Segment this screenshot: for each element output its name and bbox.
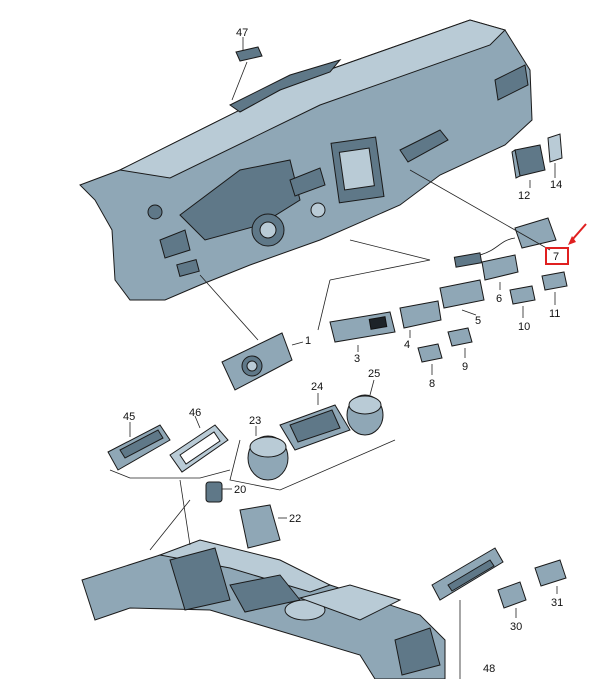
- label-6: 6: [496, 293, 502, 305]
- highlight-arrow-head: [568, 236, 576, 245]
- part-25-switch: [346, 379, 384, 436]
- part-22-bracket: [239, 504, 287, 549]
- part-24-panel: [279, 393, 351, 451]
- part-3-switch-panel: [329, 311, 396, 352]
- center-console: [81, 479, 446, 679]
- part-8-button: [417, 343, 443, 375]
- label-10: 10: [518, 321, 530, 333]
- label-45: 45: [123, 411, 135, 423]
- part-long-strip: [431, 547, 504, 679]
- label-47: 47: [236, 27, 248, 39]
- highlight-box: [545, 247, 569, 265]
- label-12: 12: [518, 190, 530, 202]
- label-5: 5: [475, 315, 481, 327]
- label-23: 23: [249, 415, 261, 427]
- part-23-switch: [247, 426, 289, 481]
- part-31-button: [534, 559, 567, 594]
- label-4: 4: [404, 339, 410, 351]
- label-9: 9: [462, 361, 468, 373]
- part-30-button: [497, 581, 527, 618]
- part-11-button: [541, 271, 568, 305]
- part-6-switch: [481, 254, 519, 290]
- part-47-clip: [231, 37, 263, 101]
- label-31: 31: [551, 597, 563, 609]
- label-46: 46: [189, 407, 201, 419]
- dashboard: [79, 19, 533, 301]
- label-30: 30: [510, 621, 522, 633]
- label-1: 1: [305, 335, 311, 347]
- label-8: 8: [429, 378, 435, 390]
- label-7: 7: [553, 251, 559, 263]
- label-14: 14: [550, 179, 562, 191]
- part-14-cover: [547, 133, 563, 178]
- label-11: 11: [549, 308, 560, 320]
- part-12-switch: [511, 144, 546, 188]
- part-10-button: [509, 285, 536, 318]
- label-3: 3: [354, 353, 360, 365]
- part-1-light-switch: [199, 274, 304, 391]
- part-45-switch-strip: [107, 422, 171, 471]
- label-48: 48: [483, 663, 495, 675]
- part-4-switch: [399, 300, 442, 338]
- label-24: 24: [311, 381, 323, 393]
- part-20-socket: [205, 481, 232, 503]
- part-7-switch-harness: [453, 217, 557, 268]
- label-20: 20: [234, 484, 246, 496]
- part-46-frame: [169, 415, 229, 473]
- label-22: 22: [289, 513, 301, 525]
- label-25: 25: [368, 368, 380, 380]
- part-9-button: [447, 327, 473, 358]
- highlight-arrow: [571, 223, 587, 241]
- part-5-switch: [439, 279, 485, 316]
